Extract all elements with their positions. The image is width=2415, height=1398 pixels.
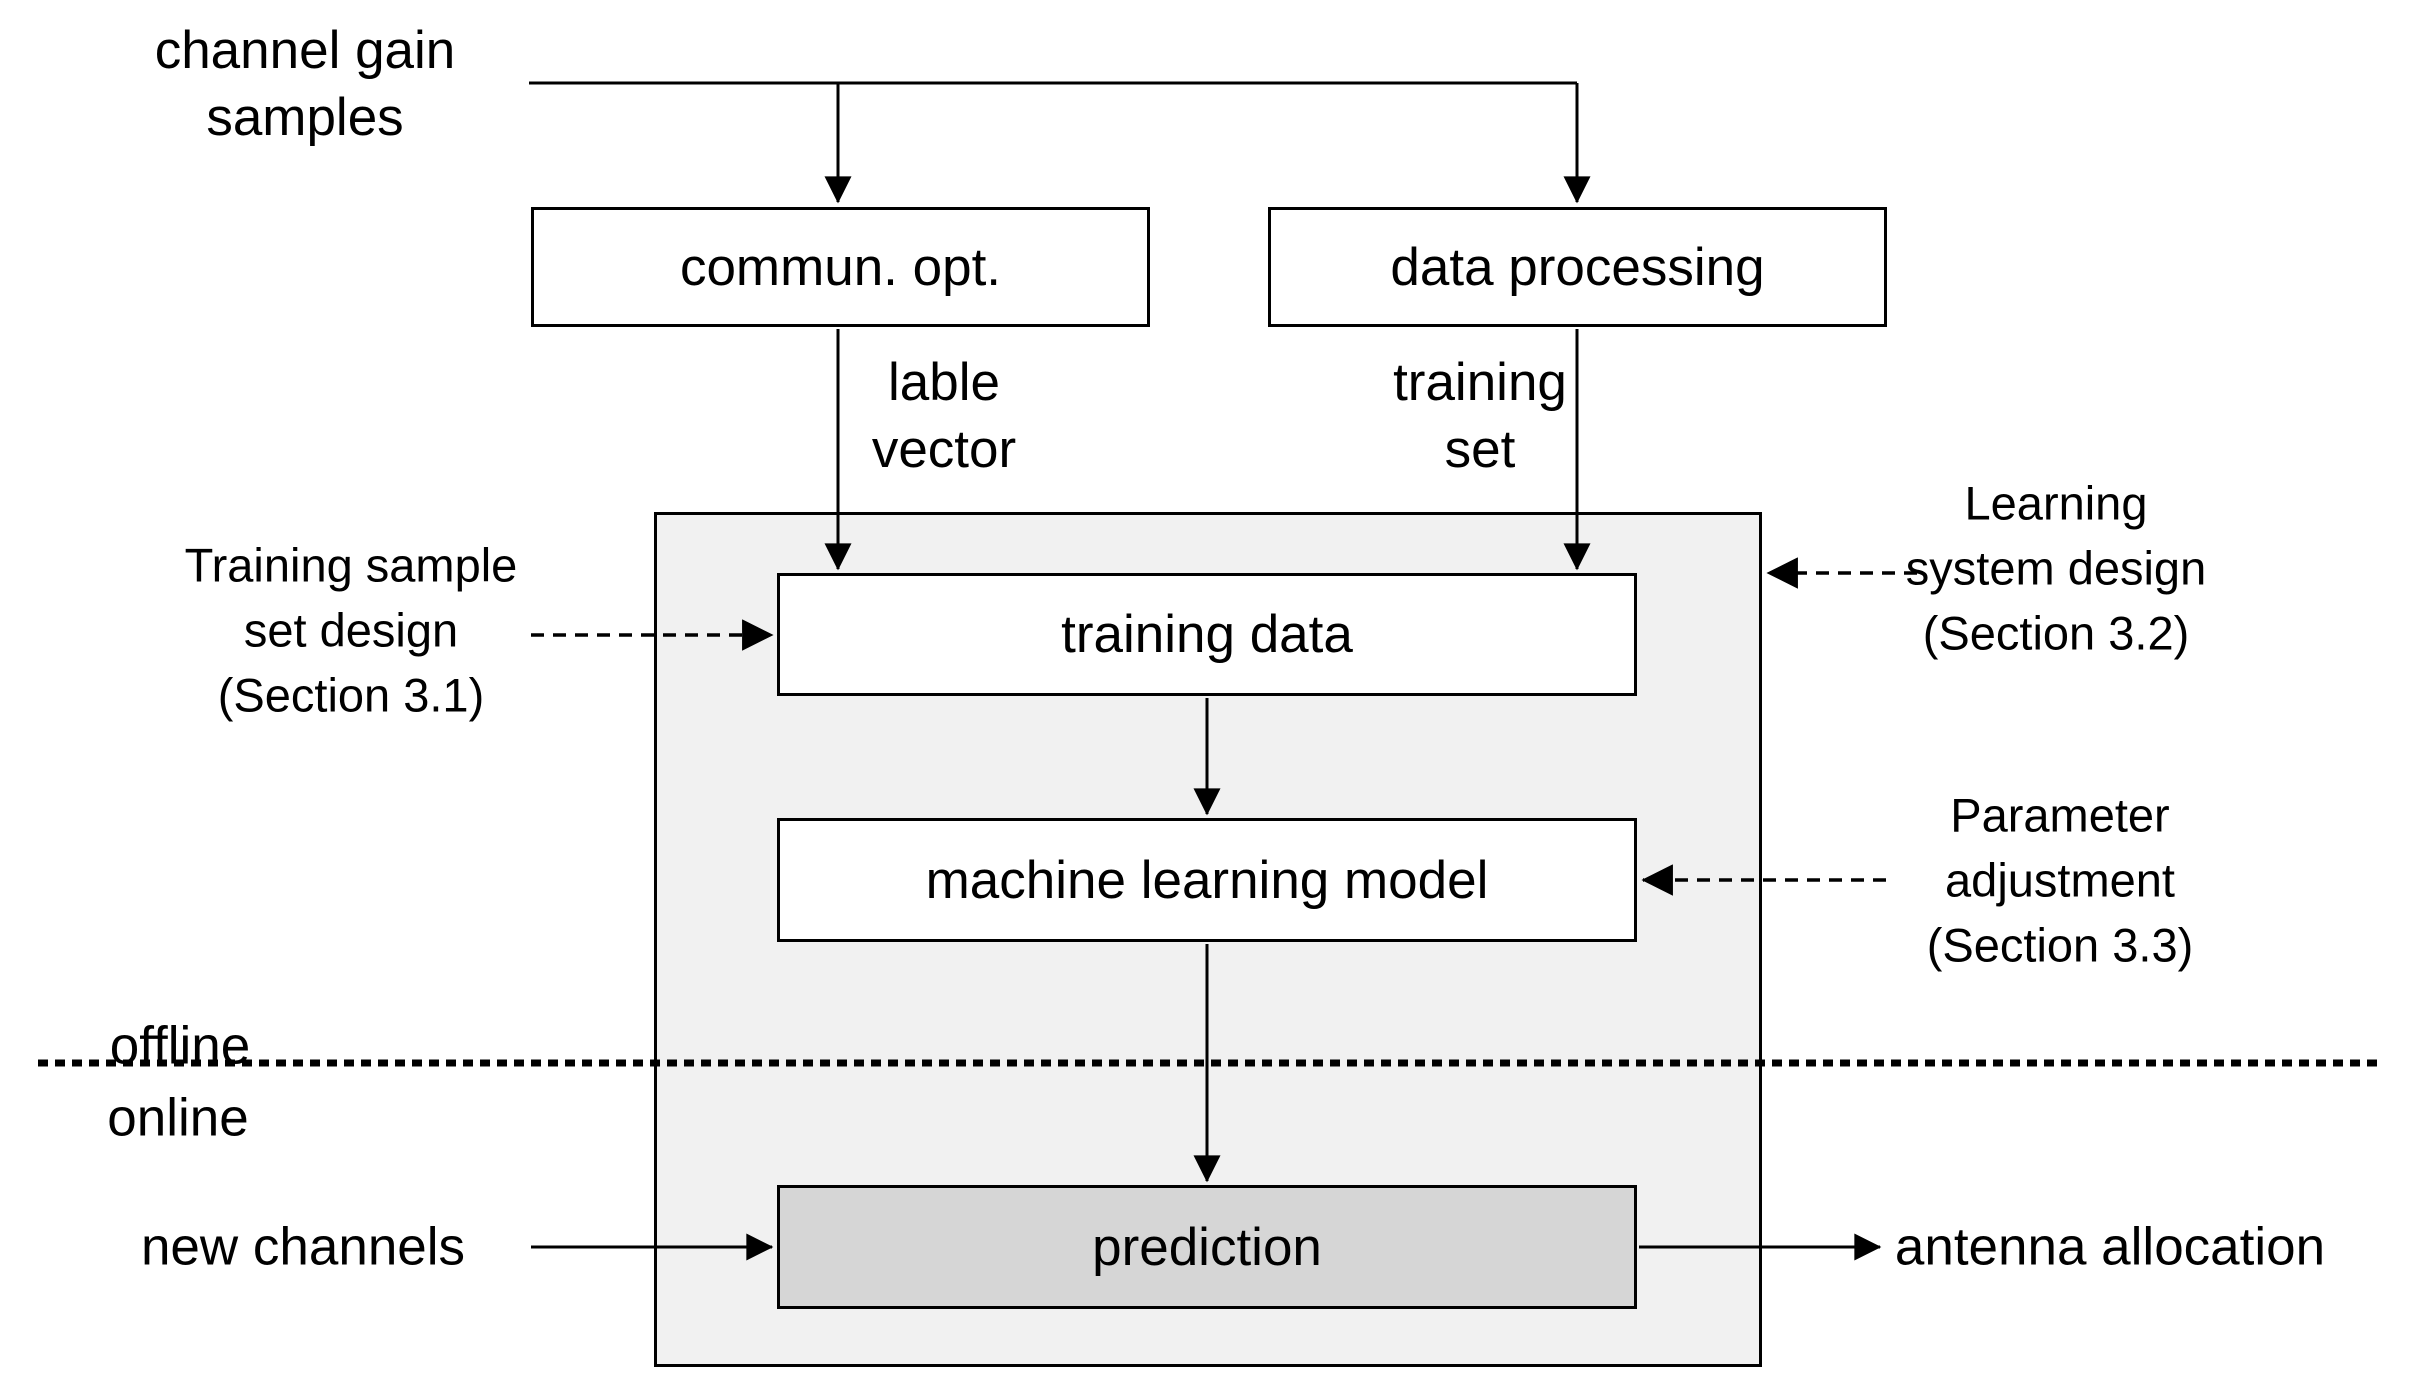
offline-label: offline [110,1013,250,1080]
online-text: online [107,1088,249,1148]
data-processing-label: data processing [1390,237,1765,297]
lable-vector-line2: vector [871,420,1017,479]
commun-opt-label: commun. opt. [679,237,1002,297]
prediction-box: prediction [777,1185,1637,1309]
lable-vector-label: lable vector [872,349,1016,483]
training-set-line2: set [1444,420,1516,479]
offline-text: offline [109,1016,251,1076]
training-sample-set-design-line1: Training sample [184,538,518,592]
training-sample-set-design-line3: (Section 3.1) [217,668,485,722]
antenna-allocation-text: antenna allocation [1894,1217,2326,1277]
commun-opt-box: commun. opt. [531,207,1150,327]
training-sample-set-design-line2: set design [243,603,459,657]
parameter-adjustment-annotation: Parameter adjustment (Section 3.3) [1927,783,2193,978]
machine-learning-model-box: machine learning model [777,818,1637,942]
training-set-line1: training [1393,353,1567,412]
prediction-label: prediction [1092,1217,1322,1277]
parameter-adjustment-line3: (Section 3.3) [1926,918,2194,972]
new-channels-text: new channels [140,1217,466,1277]
channel-gain-samples-line2: samples [206,88,404,147]
training-data-box: training data [777,573,1637,696]
lable-vector-line1: lable [888,353,1000,412]
learning-system-design-line3: (Section 3.2) [1922,606,2190,660]
data-processing-box: data processing [1268,207,1887,327]
parameter-adjustment-line1: Parameter [1950,788,2170,842]
training-sample-set-design-annotation: Training sample set design (Section 3.1) [185,533,518,728]
online-label: online [107,1085,248,1152]
machine-learning-model-label: machine learning model [925,850,1489,910]
antenna-allocation-label: antenna allocation [1895,1214,2325,1281]
new-channels-label: new channels [141,1214,465,1281]
channel-gain-samples-label: channel gain samples [155,17,456,151]
learning-system-design-annotation: Learning system design (Section 3.2) [1906,471,2206,666]
parameter-adjustment-line2: adjustment [1945,853,2175,907]
channel-gain-samples-line1: channel gain [154,21,456,80]
learning-system-design-line1: Learning [1964,476,2148,530]
training-set-label: training set [1393,349,1567,483]
learning-system-design-line2: system design [1905,541,2207,595]
training-data-label: training data [1061,605,1353,664]
